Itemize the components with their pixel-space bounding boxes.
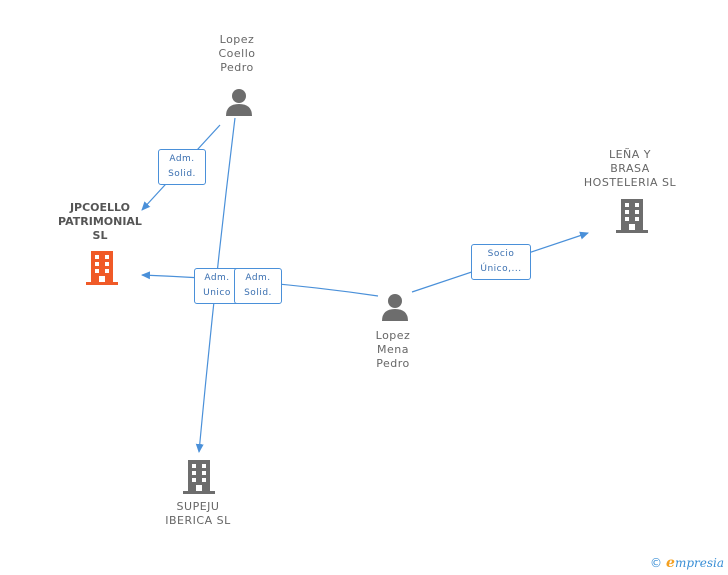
label-line: SUPEJU: [176, 500, 220, 513]
company-label-jpcoello[interactable]: JPCOELLO PATRIMONIAL SL: [48, 201, 152, 243]
label-line: PATRIMONIAL: [58, 215, 142, 228]
building-icon[interactable]: [86, 251, 118, 285]
building-icon[interactable]: [616, 199, 648, 233]
label-line: Solid.: [244, 288, 272, 298]
building-icon[interactable]: [183, 460, 215, 494]
label-line: Lopez: [375, 329, 411, 342]
copyright-icon: ©: [650, 556, 663, 570]
label-line: Adm.: [169, 154, 195, 164]
brand-logo-e: e: [666, 555, 675, 571]
label-line: Socio: [487, 249, 515, 259]
relation-label-socio-unico[interactable]: Socio Único,...: [471, 244, 531, 280]
label-line: JPCOELLO: [69, 201, 131, 214]
label-line: Unico: [203, 288, 231, 298]
company-label-lena-y-brasa[interactable]: LEÑA Y BRASA HOSTELERIA SL: [576, 148, 684, 190]
brand-logo-text: mpresia: [674, 556, 724, 570]
label-line: BRASA: [610, 162, 650, 175]
relation-label-adm-solid[interactable]: Adm. Solid.: [234, 268, 282, 304]
label-line: SL: [92, 229, 108, 242]
relation-label-adm-solid[interactable]: Adm. Solid.: [158, 149, 206, 185]
label-line: Adm.: [245, 273, 271, 283]
label-line: IBERICA SL: [165, 514, 231, 527]
label-line: HOSTELERIA SL: [583, 176, 677, 189]
label-line: Lopez: [219, 33, 255, 46]
label-line: Mena: [377, 343, 409, 356]
brand-logo: empresia: [666, 555, 724, 571]
label-line: Solid.: [168, 169, 196, 179]
label-line: Pedro: [376, 357, 410, 370]
person-label-lopez-coello[interactable]: Lopez Coello Pedro: [199, 33, 275, 75]
label-line: LEÑA Y: [608, 148, 652, 161]
label-line: Coello: [218, 47, 256, 60]
company-label-supeju[interactable]: SUPEJU IBERICA SL: [153, 500, 243, 528]
label-line: Único,...: [480, 264, 522, 274]
person-icon[interactable]: [382, 294, 408, 321]
person-label-lopez-mena[interactable]: Lopez Mena Pedro: [355, 329, 431, 371]
label-line: Adm.: [204, 273, 230, 283]
label-line: Pedro: [220, 61, 254, 74]
person-icon[interactable]: [226, 89, 252, 116]
footer-brand: ©empresia: [650, 555, 724, 571]
